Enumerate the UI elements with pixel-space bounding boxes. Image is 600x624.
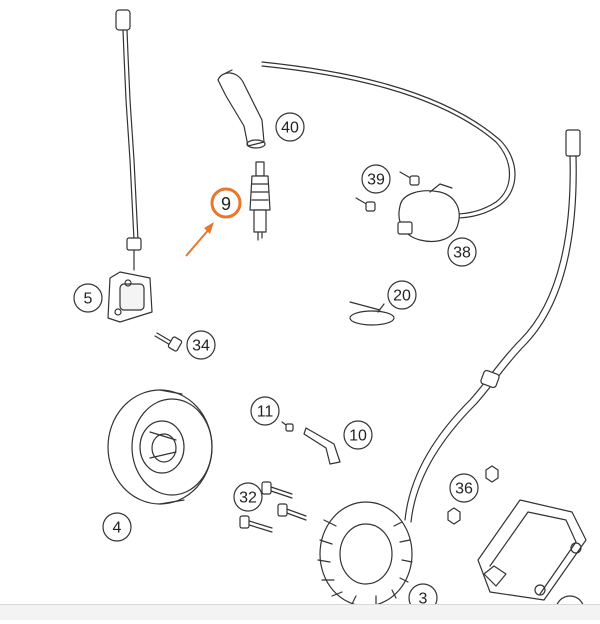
highlight-arrow [185, 227, 211, 257]
spark-plug-drawing [249, 161, 271, 241]
bottom-edge-strip [0, 604, 600, 620]
callout-label-9: 9 [221, 194, 231, 214]
callout-label-3: 3 [419, 591, 428, 608]
kill-switch-drawing [107, 271, 153, 323]
callout-label-20: 20 [393, 288, 411, 305]
callout-circle-34 [186, 330, 216, 360]
cable-tie-drawing [349, 301, 395, 326]
voltage-regulator-drawing [477, 499, 587, 601]
callout-label-11: 11 [257, 404, 274, 421]
spark-plug-connector-drawing [217, 69, 266, 149]
callout-label-40: 40 [281, 120, 299, 137]
callout-circle-10 [343, 420, 373, 450]
callout-circle-9 [210, 187, 242, 219]
callout-circle-39 [361, 164, 391, 194]
ignition-cable-drawing [261, 61, 516, 219]
callout-label-32: 32 [239, 490, 257, 507]
callout-circle-5 [73, 283, 103, 313]
callout-circle-40 [275, 112, 305, 142]
stator-drawing [317, 501, 413, 607]
callout-label-38: 38 [453, 245, 471, 262]
callout-circle-11 [250, 396, 280, 426]
callout-circle-20 [387, 280, 417, 310]
screw-34-drawing [154, 332, 183, 352]
screw-11-drawing [281, 421, 294, 432]
callout-circle-4 [102, 512, 132, 542]
callout-label-10: 10 [349, 428, 367, 445]
callout-label-36: 36 [455, 481, 473, 498]
callout-circle-38 [447, 237, 477, 267]
screw-39-drawing [355, 171, 420, 212]
flywheel-drawing [107, 389, 213, 505]
highlight-arrowhead [204, 222, 214, 234]
callout-label-39: 39 [367, 172, 385, 189]
callout-label-5: 5 [84, 291, 93, 308]
callout-circle-36 [449, 473, 479, 503]
callout-circle-32 [233, 482, 263, 512]
ignition-coil-drawing [397, 183, 460, 243]
stator-harness-drawing [404, 129, 581, 523]
kill-switch-cable-drawing [115, 9, 142, 271]
callout-label-4: 4 [113, 520, 122, 537]
bracket-10-drawing [303, 427, 341, 465]
screw-32-drawing [239, 481, 307, 533]
nut-36-drawing [447, 465, 499, 525]
callout-label-34: 34 [192, 338, 210, 355]
